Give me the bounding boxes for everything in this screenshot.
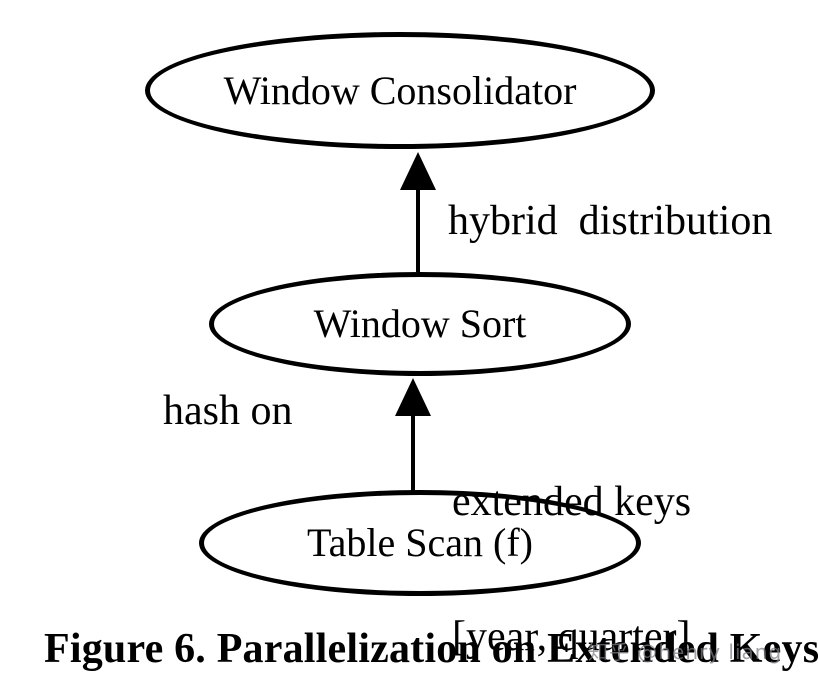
edge-label-extended-keys-line2: [year, quarter] — [452, 614, 691, 660]
node-window-sort: Window Sort — [209, 272, 631, 376]
arrowhead-up-icon — [400, 152, 436, 190]
figure-caption: Figure 6. Parallelization on Extended Ke… — [44, 626, 818, 672]
edge-label-extended-keys: extended keys [year, quarter] — [452, 390, 691, 686]
node-window-consolidator-label: Window Consolidator — [223, 67, 577, 113]
watermark: 知乎 @henry liang — [588, 640, 783, 664]
node-window-sort-label: Window Sort — [313, 301, 527, 346]
node-table-scan-label: Table Scan (f) — [307, 520, 533, 565]
arrowhead-up-icon — [395, 378, 431, 416]
arrow-shaft — [411, 412, 415, 491]
node-window-consolidator: Window Consolidator — [145, 32, 655, 149]
arrow-shaft — [416, 186, 420, 272]
edge-label-hash-on: hash on — [163, 388, 293, 434]
edge-label-hybrid-distribution: hybrid distribution — [448, 198, 773, 244]
edge-label-extended-keys-line1: extended keys — [452, 479, 692, 525]
node-table-scan: Table Scan (f) — [199, 490, 641, 596]
